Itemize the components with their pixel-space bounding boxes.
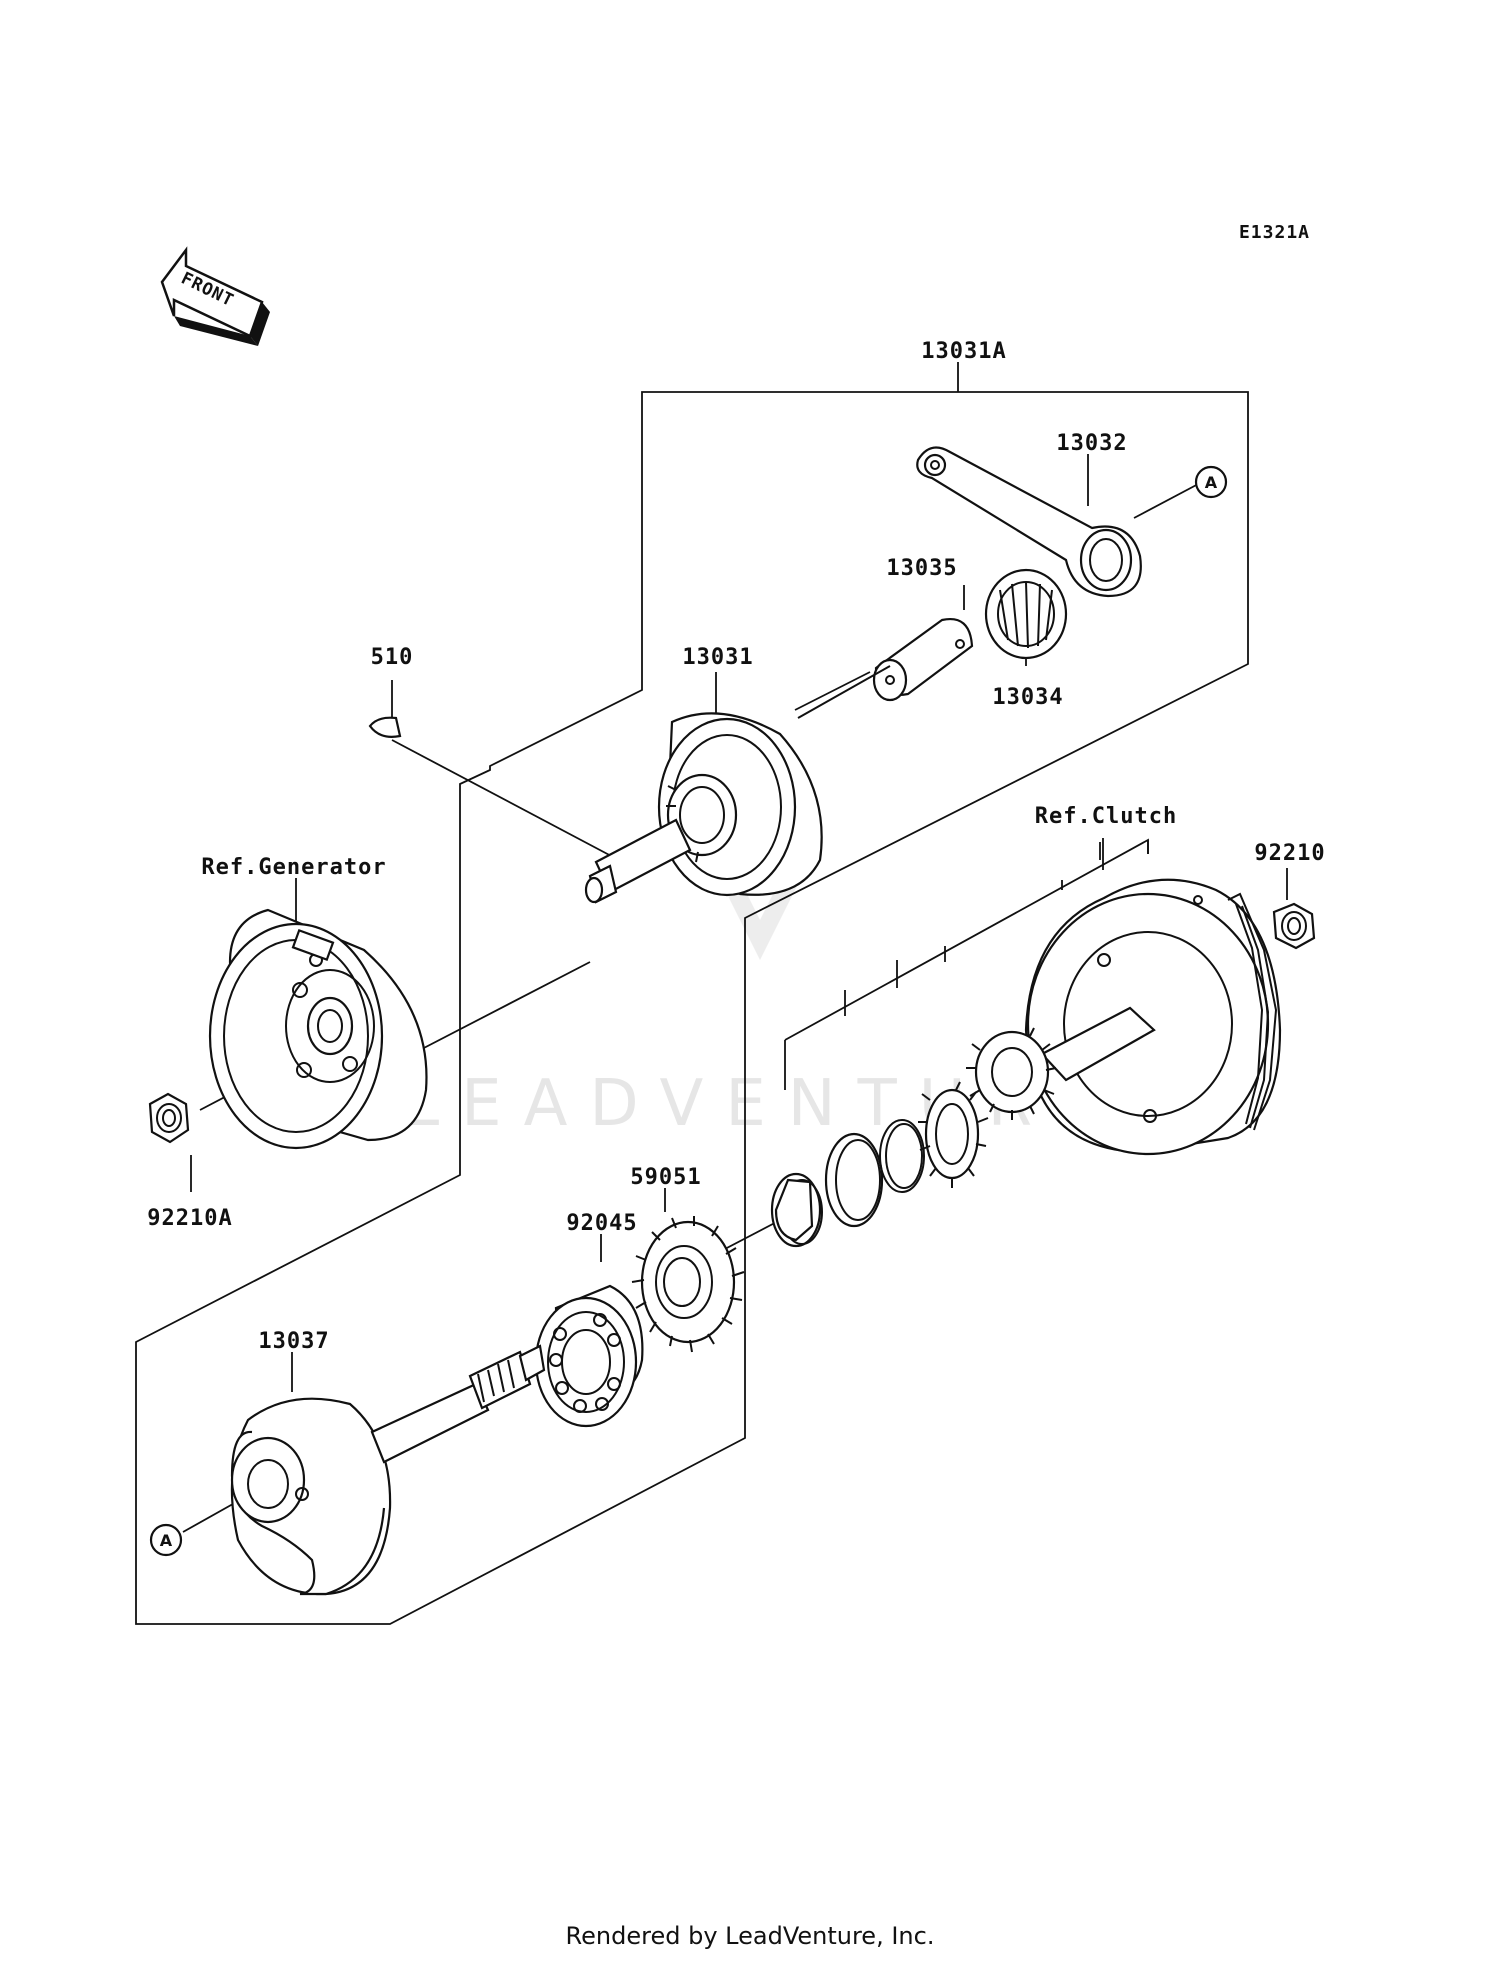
nut-92210 bbox=[1272, 902, 1316, 950]
clutch-housing bbox=[966, 878, 1282, 1156]
label-13031: 13031 bbox=[682, 645, 753, 670]
ref-marker-bottom-text: A bbox=[160, 1531, 173, 1550]
needle-bearing-13034 bbox=[984, 568, 1068, 660]
crankshaft-13031 bbox=[584, 665, 891, 904]
label-13035: 13035 bbox=[886, 556, 957, 581]
assembly-frames bbox=[135, 391, 1249, 1625]
ref-marker-bottom: A bbox=[149, 1523, 183, 1557]
crankshaft-13037 bbox=[230, 1344, 546, 1596]
gear-59051 bbox=[631, 1216, 745, 1353]
label-13032: 13032 bbox=[1056, 431, 1127, 456]
ball-bearing-92045 bbox=[534, 1284, 644, 1428]
footer-credit: Rendered by LeadVenture, Inc. bbox=[566, 1922, 935, 1950]
crank-pin-13035 bbox=[872, 617, 974, 702]
label-13031A: 13031A bbox=[921, 339, 1006, 364]
label-92210: 92210 bbox=[1254, 841, 1325, 866]
diagram-code: E1321A bbox=[1239, 222, 1310, 243]
label-13034: 13034 bbox=[992, 685, 1063, 710]
label-92045: 92045 bbox=[566, 1211, 637, 1236]
connecting-rod-13032 bbox=[916, 446, 1142, 598]
clutch-shaft-washers bbox=[770, 1081, 989, 1248]
nut-92210A bbox=[148, 1092, 190, 1144]
crankshaft-assembly-frame bbox=[135, 391, 1249, 1625]
label-59051: 59051 bbox=[630, 1165, 701, 1190]
label-510: 510 bbox=[371, 645, 414, 670]
label-ref-generator: Ref.Generator bbox=[201, 855, 386, 880]
part-labels: 13031A 13032 13035 13034 13031 510 Ref.C… bbox=[147, 339, 1325, 1354]
generator-rotor bbox=[208, 908, 428, 1150]
ref-marker-top-text: A bbox=[1205, 473, 1218, 492]
clutch-detail-lines bbox=[784, 842, 1101, 1090]
woodruff-key-510 bbox=[368, 716, 402, 738]
label-13037: 13037 bbox=[258, 1329, 329, 1354]
label-92210A: 92210A bbox=[147, 1206, 232, 1231]
ref-marker-top: A bbox=[1194, 465, 1228, 499]
label-ref-clutch: Ref.Clutch bbox=[1035, 804, 1177, 829]
front-arrow-icon: FRONT bbox=[160, 246, 270, 346]
